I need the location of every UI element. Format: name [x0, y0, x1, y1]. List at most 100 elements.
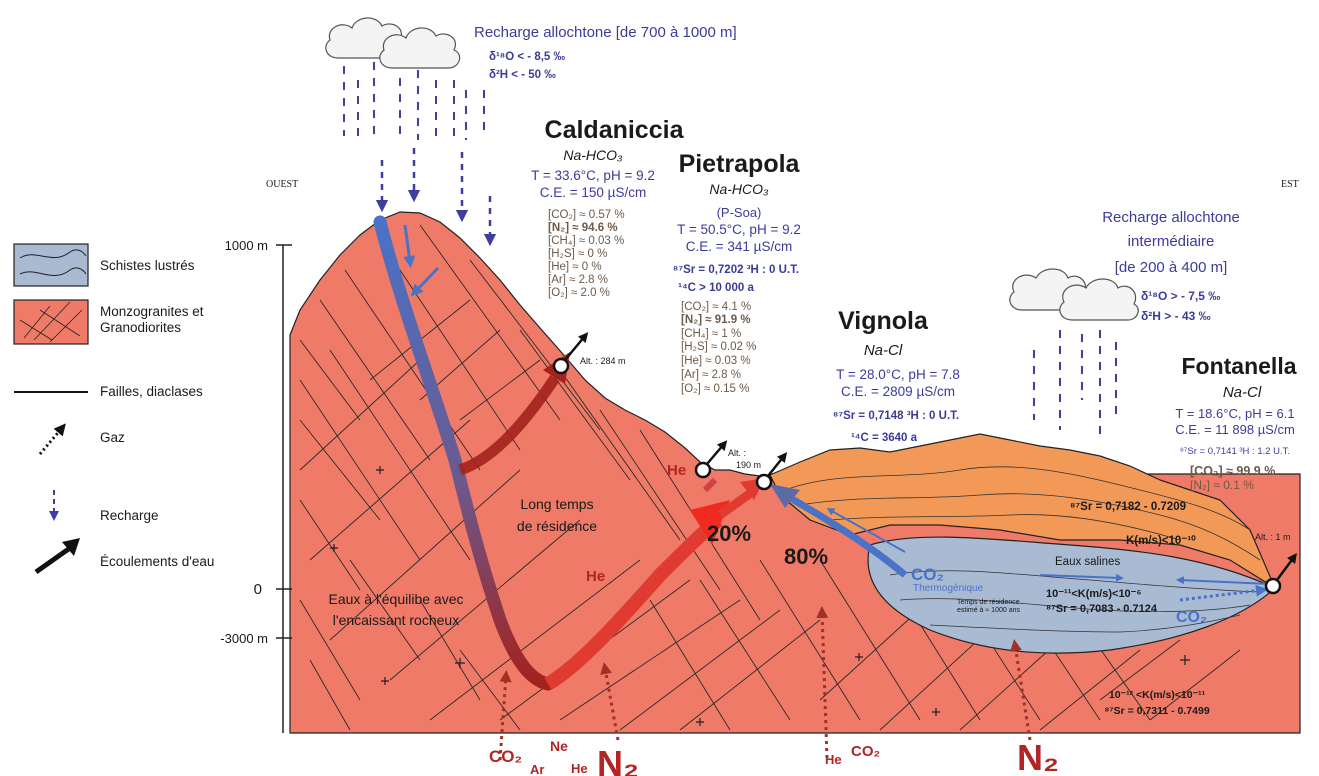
deep-gas-ne: Ne	[550, 738, 568, 754]
deep-gas-he-2: He	[825, 752, 842, 767]
pietrapola-c14: ¹⁴C > 10 000 a	[678, 282, 754, 294]
infiltration-arrow-1	[403, 224, 416, 268]
saline-flow-arrow	[826, 508, 906, 553]
percent-80: 80%	[784, 544, 828, 569]
saline-flow-to-vignola	[778, 488, 908, 578]
caldaniccia-gas: [Ar] ≈ 2.8 %	[548, 274, 608, 286]
caldaniccia-gas: [CO₂] ≈ 0.57 %	[548, 209, 625, 221]
caldaniccia-ce: C.E. = 150 µS/cm	[540, 185, 646, 200]
pietrapola-tph: T = 50.5°C, pH = 9.2	[677, 222, 801, 237]
fontanella-tph: T = 18.6°C, pH = 6.1	[1175, 406, 1294, 421]
recharge-arrows-high	[375, 148, 497, 247]
caldaniccia-gas: [N₂] ≈ 94.6 %	[548, 222, 618, 234]
recharge-high-title: Recharge allochtone [de 700 à 1000 m]	[474, 24, 737, 41]
equilibrium-1: Eaux à l'équilibe avec	[329, 591, 464, 607]
rain-mid	[1033, 330, 1117, 440]
cloud-icon	[325, 17, 461, 69]
deep-gas-co2-1: CO₂	[489, 747, 522, 766]
helium-label-2: He	[586, 568, 605, 585]
caldaniccia-gas: [He] ≈ 0 %	[548, 261, 602, 273]
legend-granite-label-2: Granodiorites	[100, 320, 181, 335]
recharge-mid-d18o: δ¹⁸O > - 7,5 ‰	[1141, 289, 1220, 303]
recharge-mid-1: Recharge allochtone	[1102, 209, 1240, 226]
co2-thermogenic: CO₂	[911, 565, 944, 584]
spring-caldaniccia	[552, 332, 589, 375]
saline-waters: Eaux salines	[1055, 556, 1120, 568]
long-residence-1: Long temps	[520, 496, 593, 512]
caldaniccia-gas: [H₂S] ≈ 0 %	[548, 248, 607, 260]
co2-dotted-arrow	[1179, 584, 1268, 602]
fontanella-co2: [CO₂] ≈ 99.9 %	[1190, 464, 1275, 478]
sediment-layer	[769, 433, 1277, 590]
pietrapola-iso: ⁸⁷Sr = 0,7202 ³H : 0 U.T.	[673, 264, 799, 276]
recharge-high-d2h: δ²H < - 50 ‰	[489, 69, 556, 81]
legend-granite-label-1: Monzogranites et	[100, 304, 204, 319]
deep-gas-n2-1: N₂	[597, 743, 639, 776]
flow-to-vignola	[717, 486, 758, 519]
residence-time-2: estimé à ≈ 1000 ans	[957, 607, 1020, 614]
co2-schist: CO₂	[1176, 609, 1207, 626]
recharge-high-d18o: δ¹⁸O < - 8,5 ‰	[489, 51, 565, 63]
caldaniccia-alt: Alt. : 284 m	[580, 356, 626, 366]
east-label: EST	[1281, 179, 1299, 190]
pietrapola-sub: (P-Soa)	[717, 205, 762, 220]
pietrapola-name: Pietrapola	[679, 150, 801, 178]
saline-flow-east-arrow	[1039, 573, 1124, 582]
pietrapola-gases: [CO₂] ≈ 4.1 % [N₂] ≈ 91.9 % [CH₄] ≈ 1 % …	[681, 301, 756, 395]
legend-fault-label: Failles, diaclases	[100, 384, 203, 399]
caldaniccia-gas: [CH₄] ≈ 0.03 %	[548, 235, 624, 247]
vignola-iso: ⁸⁷Sr = 0,7148 ³H : 0 U.T.	[833, 410, 959, 422]
k-sediment: K(m/s)<10⁻¹⁰	[1126, 534, 1196, 547]
deep-gas-n2-2: N₂	[1017, 737, 1059, 776]
vignola-name: Vignola	[838, 307, 929, 335]
deep-gas-arrows	[498, 606, 1032, 761]
altitude-1000: 1000 m	[225, 238, 268, 253]
infiltration-arrow-2	[410, 266, 440, 297]
pietrapola-facies: Na-HCO₃	[709, 181, 769, 197]
pietrapola-gas: [CO₂] ≈ 4.1 %	[681, 301, 751, 313]
legend-schist-swatch	[13, 243, 89, 287]
caldaniccia-gases: [CO₂] ≈ 0.57 % [N₂] ≈ 94.6 % [CH₄] ≈ 0.0…	[548, 209, 625, 299]
pietrapola-gas: [O₂] ≈ 0.15 %	[681, 383, 749, 395]
altitude-scale	[276, 244, 292, 733]
legend-schist-label: Schistes lustrés	[100, 258, 195, 273]
caldaniccia-tph: T = 33.6°C, pH = 9.2	[531, 168, 655, 183]
flow-vignola-link	[702, 477, 718, 493]
fontanella-ce: C.E. = 11 898 µS/cm	[1175, 422, 1295, 437]
granite-crosses	[330, 466, 1190, 726]
legend-recharge-label: Recharge	[100, 508, 159, 523]
percent-20: 20%	[707, 521, 751, 546]
k-deep: 10⁻¹² <K(m/s)<10⁻¹¹	[1109, 689, 1206, 701]
legend-gas-label: Gaz	[100, 430, 125, 445]
altitude-0: 0	[254, 581, 262, 598]
schist-lines	[889, 570, 1261, 633]
deep-gas-he-1: He	[571, 761, 588, 776]
legend-flow-icon	[34, 545, 72, 575]
recharge-mid-3: [de 200 à 400 m]	[1115, 259, 1228, 276]
rain-high	[343, 62, 485, 140]
caldaniccia-name: Caldaniccia	[545, 116, 685, 144]
deep-gas-ar: Ar	[530, 762, 544, 776]
pietrapola-gas: [H₂S] ≈ 0.02 %	[681, 341, 756, 353]
legend: Schistes lustrés Monzogranites et Granod…	[13, 243, 214, 575]
recharge-mid-d2h: δ²H > - 43 ‰	[1141, 309, 1211, 323]
spring-fontanella	[1264, 552, 1297, 595]
main-flow-path	[373, 215, 555, 691]
spring-pietrapola	[694, 440, 728, 479]
flow-branch-caldaniccia	[458, 374, 560, 476]
k-middle: 10⁻¹¹<K(m/s)<10⁻⁶	[1046, 588, 1142, 600]
helium-label-1: He	[667, 462, 686, 479]
fontanella-name: Fontanella	[1181, 353, 1296, 379]
fontanella-alt: Alt. : 1 m	[1255, 532, 1291, 542]
altitude-minus3000: -3000 m	[220, 631, 268, 646]
fontanella-iso: ⁸⁷Sr = 0,7141 ³H : 1.2 U.T.	[1180, 446, 1290, 457]
legend-gas-icon	[38, 423, 66, 455]
thermogenic-label: Thermogénique	[913, 583, 983, 594]
saline-flow-west-arrow	[1176, 576, 1271, 585]
caldaniccia-facies: Na-HCO₃	[563, 147, 623, 163]
sr-deep: ⁸⁷Sr = 0,7311 - 0.7499	[1104, 705, 1209, 717]
pietrapola-alt-1: Alt. :	[728, 448, 746, 458]
pietrapola-alt-2: 190 m	[736, 460, 761, 470]
pietrapola-gas: [CH₄] ≈ 1 %	[681, 328, 741, 340]
